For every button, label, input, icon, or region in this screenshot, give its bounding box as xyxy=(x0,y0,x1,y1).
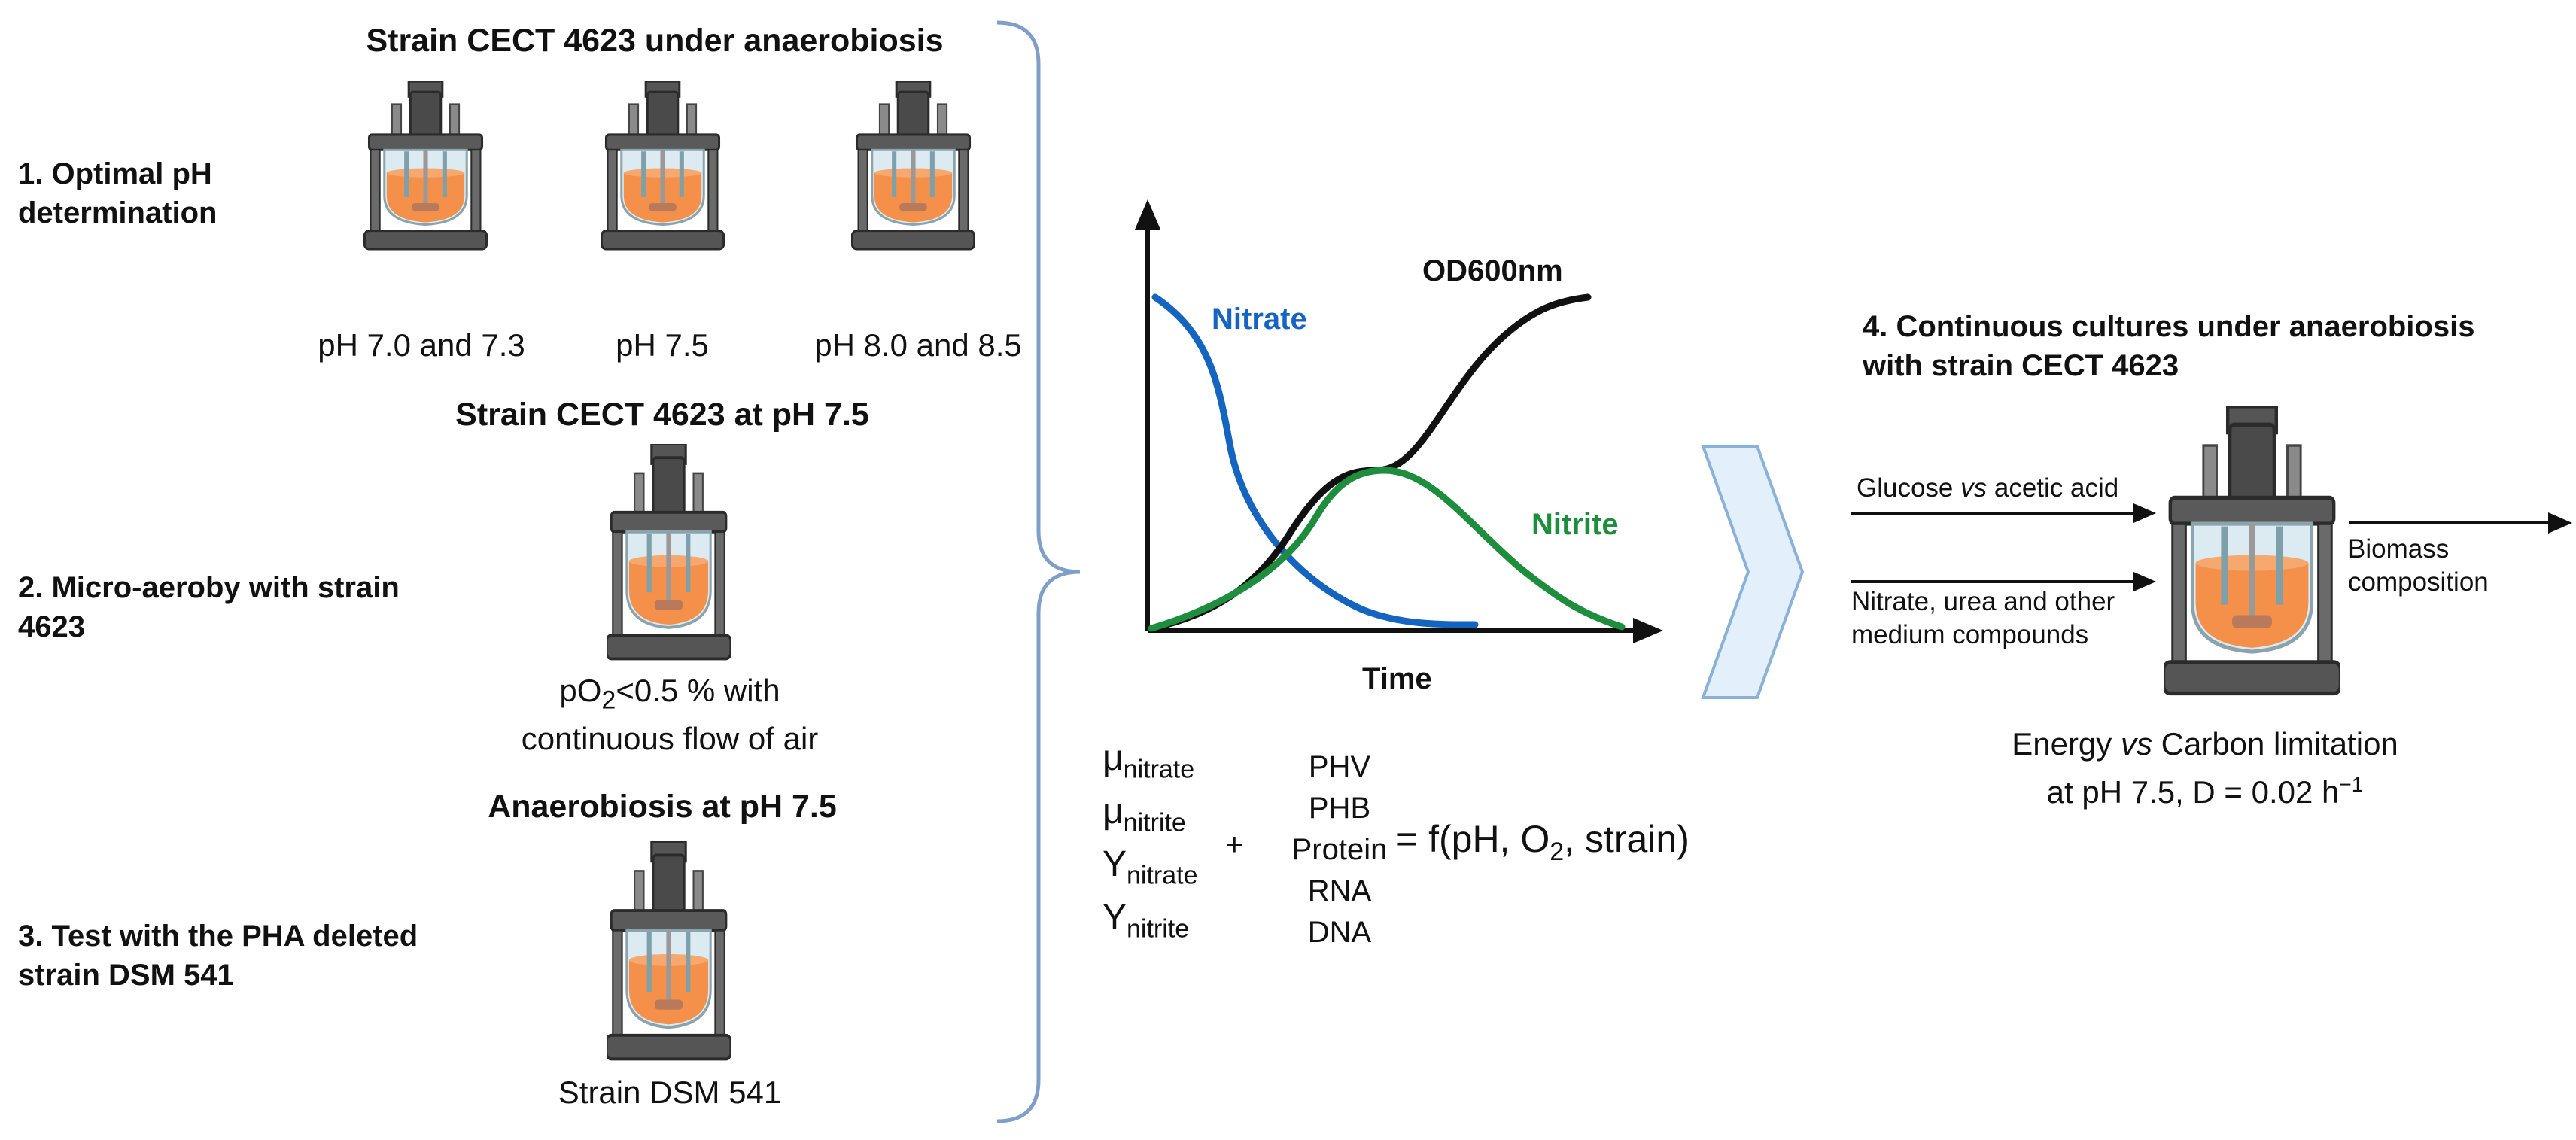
mu-nitrite-sub: nitrite xyxy=(1123,808,1186,838)
input-medium-line1: Nitrate, urea and other xyxy=(1851,587,2115,616)
micro-aeroby-label: pO2<0.5 % with continuous flow of air xyxy=(467,671,873,758)
micro-aeroby-line2: continuous flow of air xyxy=(521,721,819,757)
bioreactor-icon xyxy=(601,81,725,251)
caption-line2: at pH 7.5, D = 0.02 h−1 xyxy=(1919,765,2491,813)
nitrate-label: Nitrate xyxy=(1212,302,1307,336)
step-4-label: 4. Continuous cultures under anaerobiosi… xyxy=(1863,307,2555,385)
step-4-line1: 4. Continuous cultures under anaerobiosi… xyxy=(1863,310,2475,343)
caption-energy: Energy xyxy=(2012,726,2121,762)
mu-nitrate: μnitrate xyxy=(1102,737,1198,791)
nitrite-label: Nitrite xyxy=(1531,508,1619,541)
y-nitrate-sub: nitrate xyxy=(1127,861,1198,890)
step-1-line2: determination xyxy=(18,196,217,230)
output-arrow xyxy=(2349,512,2572,534)
caption-dilution: at pH 7.5, D = 0.02 h xyxy=(2046,774,2340,810)
time-axis-label: Time xyxy=(1362,662,1432,695)
heading-anaerobiosis-ph75: Anaerobiosis at pH 7.5 xyxy=(488,789,837,825)
output-line2: composition xyxy=(2348,567,2489,597)
input-medium-line2: medium compounds xyxy=(1851,620,2089,649)
caption-carbon: Carbon limitation xyxy=(2152,726,2398,762)
component-protein: Protein xyxy=(1291,833,1388,866)
input-acetic-acid: acetic acid xyxy=(1987,473,2119,503)
caption-exponent: −1 xyxy=(2339,773,2364,796)
components-column: PHV PHB Protein RNA DNA xyxy=(1264,746,1415,953)
step-4-line2: with strain CECT 4623 xyxy=(1863,349,2179,382)
y-nitrite-sub: nitrite xyxy=(1127,914,1190,944)
ph-label-1: pH 7.0 and 7.3 xyxy=(318,327,525,363)
arrow-head-icon xyxy=(2133,503,2156,523)
y-symbol: Y xyxy=(1102,897,1127,938)
component-dna: DNA xyxy=(1307,916,1372,949)
od600-label: OD600nm xyxy=(1422,254,1563,287)
po2-text: pO xyxy=(559,673,602,708)
step-3-line2: strain DSM 541 xyxy=(18,959,234,992)
output-label: Biomass composition xyxy=(2348,533,2566,599)
step-1-label: 1. Optimal pH determination xyxy=(18,154,424,233)
caption-vs: vs xyxy=(2120,726,2152,762)
bioreactor-icon xyxy=(851,81,975,251)
bioreactor-icon xyxy=(607,841,731,1061)
step-3-line1: 3. Test with the PHA deleted xyxy=(18,920,418,953)
plus-sign: + xyxy=(1225,826,1244,862)
function-post: , strain) xyxy=(1564,818,1689,860)
bioreactor-icon xyxy=(2164,406,2340,696)
y-axis-arrow xyxy=(1135,199,1160,230)
input-medium-label: Nitrate, urea and other medium compounds xyxy=(1851,585,2167,652)
component-rna: RNA xyxy=(1307,874,1372,907)
y-symbol: Y xyxy=(1102,844,1127,885)
bioreactor-icon xyxy=(363,81,488,251)
arrow-head-icon xyxy=(2133,572,2156,591)
mu-nitrite: μnitrite xyxy=(1102,791,1198,844)
step-2-line1: 2. Micro-aeroby with strain xyxy=(18,571,400,604)
dsm-label: Strain DSM 541 xyxy=(558,1075,782,1110)
function-pre: = f(pH, O xyxy=(1396,818,1550,860)
step-3-label: 3. Test with the PHA deleted strain DSM … xyxy=(18,917,470,995)
curly-brace xyxy=(996,20,1080,1123)
ph-label-2: pH 7.5 xyxy=(616,327,709,363)
mu-symbol: μ xyxy=(1102,738,1124,778)
step-2-line2: 4623 xyxy=(18,610,85,643)
mu-symbol: μ xyxy=(1102,791,1124,831)
od600-curve xyxy=(1148,293,1592,632)
function-expression: = f(pH, O2, strain) xyxy=(1396,817,1689,867)
component-phv: PHV xyxy=(1308,750,1371,783)
po2-value: <0.5 % with xyxy=(616,673,780,708)
po2-subscript: 2 xyxy=(601,686,616,715)
micro-aeroby-line1: pO2<0.5 % with xyxy=(467,671,873,719)
o2-subscript: 2 xyxy=(1550,838,1565,866)
output-line1: Biomass xyxy=(2348,534,2450,564)
nitrate-curve xyxy=(1151,293,1479,628)
x-axis-arrow xyxy=(1633,618,1663,643)
y-nitrate: Ynitrate xyxy=(1102,844,1198,897)
bioreactor-icon xyxy=(607,444,731,661)
y-nitrite: Ynitrite xyxy=(1102,897,1198,950)
input-carbon-label: Glucose vs acetic acid xyxy=(1857,472,2173,505)
input-glucose: Glucose xyxy=(1857,473,1961,503)
ph-label-3: pH 8.0 and 8.5 xyxy=(814,327,1022,363)
input-vs: vs xyxy=(1960,473,1988,503)
mu-nitrate-sub: nitrate xyxy=(1123,755,1195,784)
component-phb: PHB xyxy=(1308,792,1371,825)
caption-line1: Energy vs Carbon limitation xyxy=(1919,724,2491,765)
heading-ph75: Strain CECT 4623 at pH 7.5 xyxy=(455,397,869,433)
arrow-head-icon xyxy=(2548,512,2572,534)
chevron-right-icon xyxy=(1701,445,1805,699)
heading-anaerobiosis: Strain CECT 4623 under anaerobiosis xyxy=(366,23,944,59)
step-2-label: 2. Micro-aeroby with strain 4623 xyxy=(18,568,455,646)
continuous-culture-caption: Energy vs Carbon limitation at pH 7.5, D… xyxy=(1919,724,2491,813)
kinetics-graph: Nitrate OD600nm Nitrite Time xyxy=(1135,199,1663,695)
nitrite-curve xyxy=(1148,467,1626,632)
step-1-line1: 1. Optimal pH xyxy=(18,157,212,190)
rates-yields-column: μnitrate μnitrite Ynitrate Ynitrite xyxy=(1102,737,1198,950)
input-arrows xyxy=(1851,503,2156,591)
